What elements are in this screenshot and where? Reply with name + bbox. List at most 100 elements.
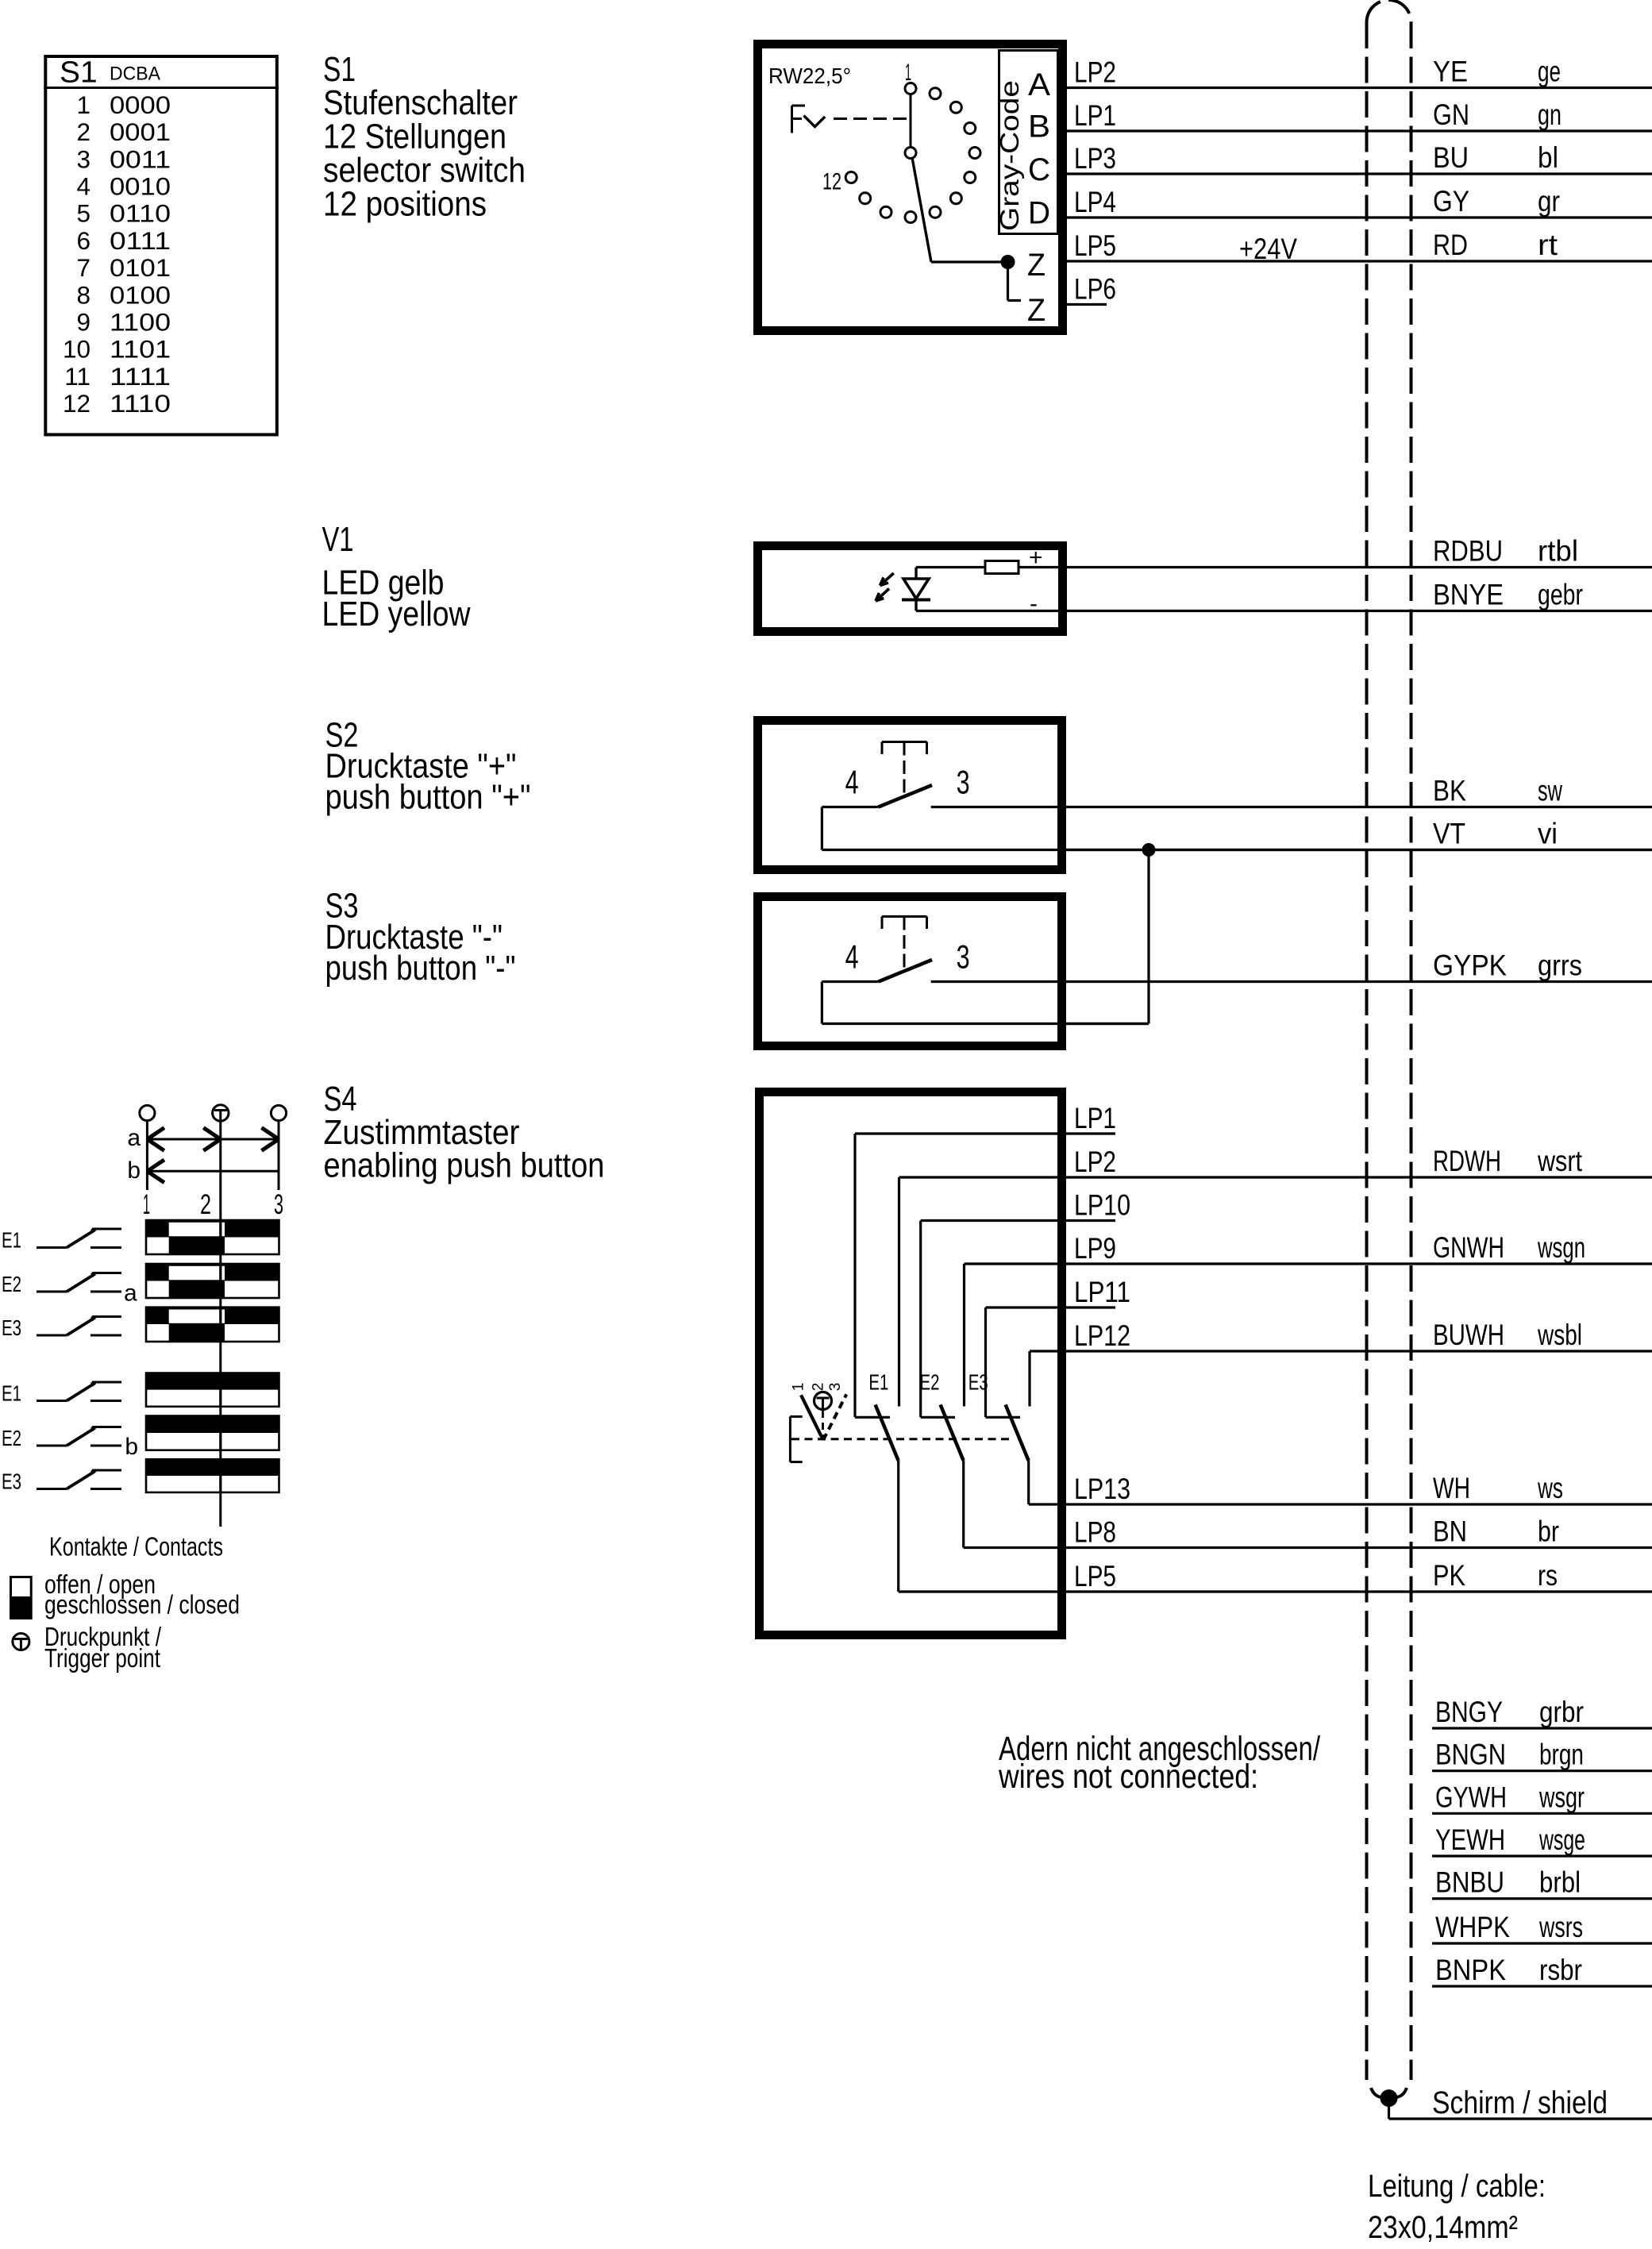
svg-text:gebr: gebr — [1538, 579, 1583, 611]
svg-text:geschlossen / closed: geschlossen / closed — [44, 1590, 240, 1619]
svg-text:LP1: LP1 — [1074, 99, 1116, 132]
svg-text:brgn: brgn — [1539, 1739, 1584, 1771]
svg-text:B: B — [1028, 109, 1050, 144]
svg-text:rt: rt — [1538, 229, 1558, 261]
svg-text:GYWH: GYWH — [1435, 1781, 1507, 1813]
svg-text:BK: BK — [1433, 775, 1466, 807]
svg-text:ge: ge — [1538, 56, 1561, 88]
svg-text:LP1: LP1 — [1074, 1102, 1116, 1134]
svg-text:-: - — [1030, 591, 1038, 617]
svg-text:LED yellow: LED yellow — [322, 595, 471, 633]
svg-text:7: 7 — [76, 253, 90, 282]
svg-text:RDWH: RDWH — [1433, 1145, 1501, 1177]
svg-text:1: 1 — [791, 1383, 807, 1392]
svg-text:Trigger point: Trigger point — [44, 1643, 160, 1673]
svg-text:BNGN: BNGN — [1435, 1739, 1506, 1771]
svg-text:VT: VT — [1433, 818, 1465, 850]
svg-text:0101: 0101 — [110, 253, 171, 282]
svg-text:E3: E3 — [2, 1469, 21, 1494]
svg-text:E2: E2 — [920, 1369, 940, 1394]
svg-text:BUWH: BUWH — [1433, 1319, 1504, 1351]
svg-text:GNWH: GNWH — [1433, 1231, 1504, 1264]
svg-text:rsbr: rsbr — [1539, 1954, 1582, 1986]
svg-text:b: b — [127, 1157, 141, 1184]
svg-text:rtbl: rtbl — [1538, 535, 1578, 568]
svg-text:YE: YE — [1433, 56, 1468, 88]
svg-text:BNPK: BNPK — [1435, 1954, 1506, 1986]
svg-text:push button "-": push button "-" — [325, 949, 516, 988]
svg-text:grrs: grrs — [1538, 949, 1582, 982]
svg-text:E3: E3 — [968, 1369, 988, 1394]
svg-text:LP5: LP5 — [1074, 229, 1116, 262]
svg-text:0000: 0000 — [110, 90, 171, 119]
svg-text:gr: gr — [1538, 185, 1560, 218]
svg-text:BNGY: BNGY — [1435, 1696, 1503, 1728]
svg-text:5: 5 — [76, 199, 90, 228]
svg-text:LP10: LP10 — [1074, 1189, 1130, 1222]
svg-text:sw: sw — [1538, 775, 1562, 807]
svg-text:BNBU: BNBU — [1435, 1866, 1504, 1899]
svg-text:wires not connected:: wires not connected: — [998, 1758, 1258, 1796]
svg-text:YEWH: YEWH — [1435, 1823, 1505, 1856]
svg-text:Drucktaste "+": Drucktaste "+" — [325, 746, 517, 785]
svg-text:4: 4 — [76, 172, 90, 201]
svg-text:4: 4 — [845, 764, 859, 801]
svg-text:S1: S1 — [323, 50, 356, 89]
svg-text:Z: Z — [1027, 293, 1045, 328]
svg-text:4: 4 — [845, 938, 859, 976]
svg-text:BU: BU — [1433, 141, 1469, 174]
svg-text:wsge: wsge — [1538, 1823, 1585, 1856]
svg-text:a: a — [124, 1280, 137, 1306]
svg-text:0111: 0111 — [110, 226, 171, 255]
svg-text:10: 10 — [63, 335, 90, 364]
svg-text:GY: GY — [1433, 185, 1469, 218]
svg-text:Zustimmtaster: Zustimmtaster — [324, 1113, 520, 1152]
svg-text:0001: 0001 — [110, 117, 171, 146]
svg-text:12 positions: 12 positions — [323, 184, 487, 223]
svg-text:+24V: +24V — [1239, 233, 1297, 265]
svg-text:wsgr: wsgr — [1538, 1781, 1585, 1813]
svg-text:E1: E1 — [868, 1369, 888, 1394]
svg-text:12: 12 — [63, 389, 90, 418]
svg-text:6: 6 — [76, 226, 90, 255]
svg-text:Adern nicht angeschlossen/: Adern nicht angeschlossen/ — [999, 1730, 1320, 1768]
svg-text:9: 9 — [76, 307, 90, 336]
svg-text:C: C — [1028, 152, 1050, 187]
svg-text:gn: gn — [1538, 98, 1562, 131]
svg-text:2: 2 — [76, 117, 90, 146]
svg-text:3: 3 — [274, 1189, 283, 1220]
svg-text:S3: S3 — [325, 887, 359, 926]
svg-text:rs: rs — [1538, 1559, 1558, 1592]
svg-text:DCBA: DCBA — [110, 64, 161, 85]
svg-text:GYPK: GYPK — [1433, 949, 1507, 982]
svg-text:b: b — [125, 1434, 138, 1460]
svg-text:wsbl: wsbl — [1537, 1319, 1582, 1351]
svg-text:1100: 1100 — [110, 307, 171, 336]
svg-text:1: 1 — [905, 60, 911, 86]
svg-text:2: 2 — [811, 1383, 827, 1392]
svg-text:1101: 1101 — [110, 335, 171, 364]
svg-text:Z: Z — [1027, 248, 1045, 283]
svg-text:enabling push button: enabling push button — [324, 1146, 605, 1185]
svg-text:BN: BN — [1433, 1515, 1467, 1548]
svg-text:LP4: LP4 — [1074, 186, 1116, 218]
svg-text:D: D — [1028, 196, 1050, 231]
svg-text:Drucktaste "-": Drucktaste "-" — [325, 918, 503, 957]
svg-text:LP2: LP2 — [1074, 1146, 1116, 1178]
svg-text:br: br — [1538, 1515, 1559, 1548]
svg-text:vi: vi — [1538, 818, 1558, 850]
svg-text:23x0,14mm²: 23x0,14mm² — [1368, 2210, 1518, 2245]
svg-text:wsgn: wsgn — [1537, 1231, 1585, 1264]
svg-text:offen / open: offen / open — [44, 1569, 156, 1599]
svg-text:push button "+": push button "+" — [325, 777, 531, 816]
svg-text:LP9: LP9 — [1074, 1232, 1116, 1265]
svg-text:3: 3 — [827, 1383, 844, 1392]
svg-text:LP11: LP11 — [1074, 1276, 1130, 1308]
svg-text:E1: E1 — [2, 1381, 21, 1406]
svg-text:3: 3 — [957, 938, 970, 976]
svg-text:LP6: LP6 — [1074, 273, 1116, 306]
svg-text:RW22,5°: RW22,5° — [768, 64, 851, 88]
svg-text:3: 3 — [957, 764, 970, 801]
svg-text:1110: 1110 — [110, 389, 171, 418]
svg-text:0110: 0110 — [110, 199, 171, 228]
